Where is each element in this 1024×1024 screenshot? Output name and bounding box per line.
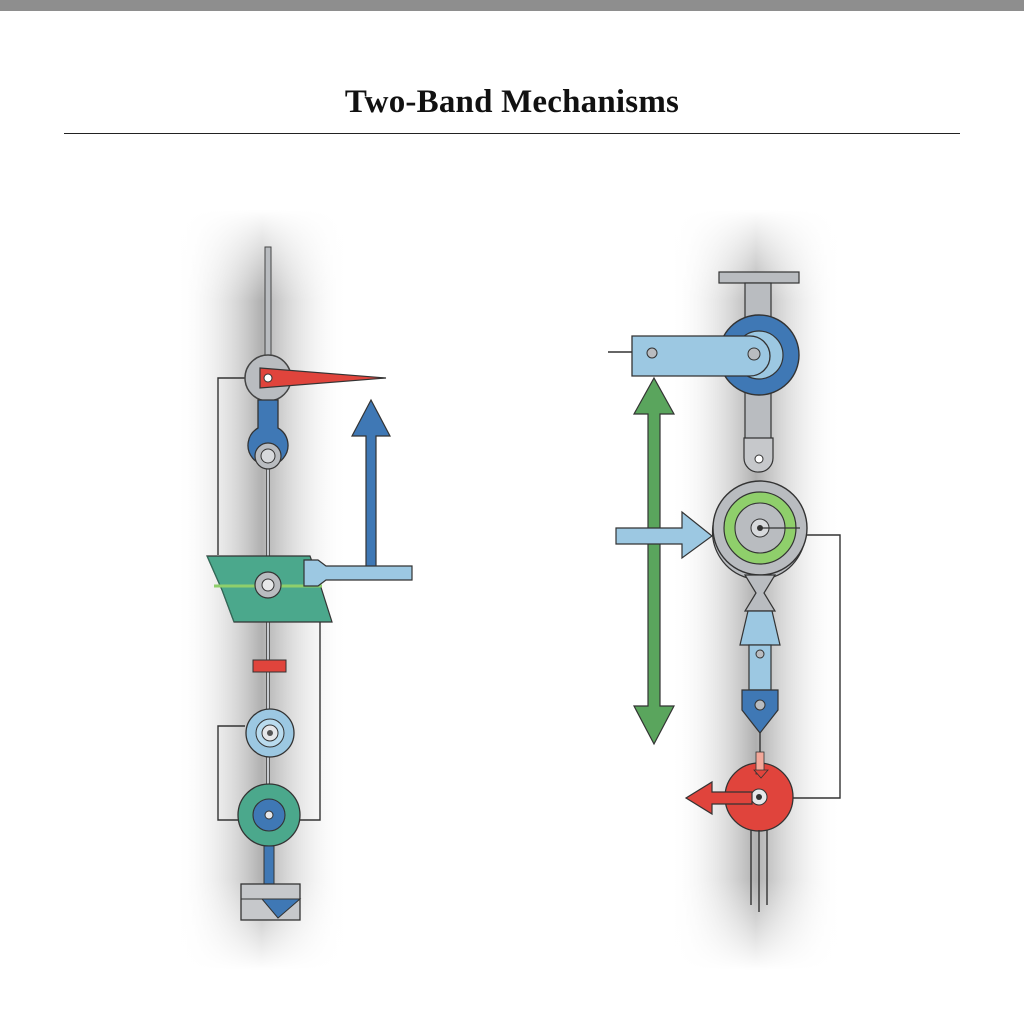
page-title: Two-Band Mechanisms: [344, 84, 680, 120]
red-left-arrow-icon: [684, 780, 753, 816]
left-blue-link-pin: [260, 448, 276, 464]
left-light-blue-arm: [303, 559, 413, 587]
top-bar: [0, 0, 1024, 11]
right-clevis-pin: [754, 454, 764, 464]
left-teal-plate-edge: [206, 555, 235, 623]
right-neck: [743, 574, 777, 612]
right-drop-pin: [754, 699, 766, 711]
left-light-blue-wheel-pin: [267, 730, 273, 736]
right-link-top: [739, 610, 781, 646]
left-green-wheel-pin: [264, 810, 274, 820]
red-pointer-icon: [259, 367, 387, 389]
right-wire-loop: [792, 534, 841, 799]
right-blue-drop: [741, 689, 779, 734]
left-center-pivot-pin: [261, 578, 275, 592]
left-red-spacer: [252, 659, 287, 673]
right-red-disc-pin: [756, 794, 762, 800]
right-red-disc-notch: [753, 769, 769, 779]
right-light-blue-arm: [631, 335, 771, 377]
title-divider: [64, 133, 960, 134]
blue-up-arrow-icon: [351, 398, 391, 569]
right-link-pin-top: [755, 649, 765, 659]
left-wire-right: [300, 600, 321, 821]
right-arm-pin-right: [747, 347, 761, 361]
left-bottom-stem: [263, 845, 275, 885]
right-mechanism: [608, 210, 842, 970]
right-top-cap: [718, 271, 800, 284]
right-arm-pin-left: [646, 347, 658, 359]
light-blue-right-arrow-icon: [615, 510, 713, 560]
left-wire-lower: [217, 725, 245, 821]
green-double-arrow-icon: [632, 376, 676, 746]
left-bottom-wedge: [260, 898, 302, 919]
left-top-rod: [264, 246, 272, 358]
left-top-hub-pin: [263, 373, 273, 383]
left-mechanism: [176, 210, 413, 970]
left-wire-top: [217, 377, 245, 555]
